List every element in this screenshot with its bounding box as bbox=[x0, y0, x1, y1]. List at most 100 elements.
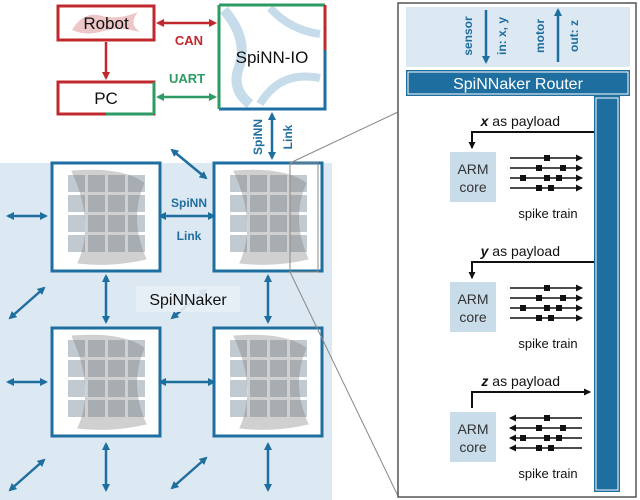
spike-mark bbox=[544, 155, 550, 161]
neural-overlay bbox=[233, 334, 309, 430]
spinn-link-label-b: Link bbox=[281, 124, 295, 149]
spike-mark bbox=[544, 415, 550, 421]
chip-core bbox=[128, 215, 145, 232]
chip-core bbox=[290, 340, 307, 357]
arm-core-label: ARM bbox=[457, 161, 488, 177]
chip-core bbox=[108, 340, 125, 357]
spike-mark bbox=[544, 435, 550, 441]
spike-mark bbox=[548, 315, 554, 321]
chip-core bbox=[290, 175, 307, 192]
chip-core bbox=[230, 215, 247, 232]
out-z-label: out: z bbox=[567, 20, 581, 52]
chip-core bbox=[270, 380, 287, 397]
chip-core bbox=[128, 175, 145, 192]
chip-core bbox=[230, 360, 247, 377]
pc-box: PC bbox=[56, 80, 156, 116]
chip-core bbox=[290, 400, 307, 417]
pc-label: PC bbox=[94, 89, 118, 108]
chip-core bbox=[290, 360, 307, 377]
spike-mark bbox=[536, 315, 542, 321]
spinnaker-chip bbox=[212, 161, 324, 273]
arm-core-box bbox=[450, 412, 496, 462]
edge-arrow bbox=[8, 286, 46, 320]
chip-core bbox=[250, 235, 267, 252]
spike-mark bbox=[556, 305, 562, 311]
spike-mark bbox=[520, 305, 526, 311]
arm-core-label: core bbox=[459, 439, 486, 455]
chip-core bbox=[290, 215, 307, 232]
arm-core-label: ARM bbox=[457, 421, 488, 437]
chip-link-label-b: Link bbox=[177, 229, 202, 243]
chip-core bbox=[128, 400, 145, 417]
chip-core bbox=[230, 400, 247, 417]
chip-core bbox=[250, 400, 267, 417]
spike-mark bbox=[556, 435, 562, 441]
chip-core bbox=[250, 380, 267, 397]
chip-link-label-a: SpiNN bbox=[171, 196, 207, 210]
edge-arrow bbox=[8, 458, 46, 492]
spike-train-label: spike train bbox=[518, 466, 577, 481]
spike-mark bbox=[560, 165, 566, 171]
spike-mark bbox=[560, 295, 566, 301]
chip-core bbox=[250, 175, 267, 192]
chip-core bbox=[250, 215, 267, 232]
chip-core bbox=[290, 235, 307, 252]
chip-core bbox=[230, 380, 247, 397]
spinnaker-label-bg bbox=[136, 286, 240, 312]
spike-mark bbox=[556, 175, 562, 181]
chip-core bbox=[250, 195, 267, 212]
chip-core bbox=[270, 400, 287, 417]
arm-core-box bbox=[450, 152, 496, 202]
chip-core bbox=[290, 380, 307, 397]
spike-train-label: spike train bbox=[518, 336, 577, 351]
spinnaker-chip bbox=[212, 326, 324, 438]
spike-mark bbox=[544, 175, 550, 181]
chip-core bbox=[88, 215, 105, 232]
spinn-io-label: SpiNN-IO bbox=[236, 48, 309, 67]
arm-core-label: core bbox=[459, 309, 486, 325]
spinnaker-chip bbox=[50, 161, 162, 273]
arm-core-box bbox=[450, 282, 496, 332]
zoom-source-rect bbox=[289, 162, 319, 273]
chip-core bbox=[108, 360, 125, 377]
robot-box: Robot bbox=[56, 4, 156, 42]
zoom-line-bottom bbox=[289, 271, 399, 497]
chip-core bbox=[128, 235, 145, 252]
chip-core bbox=[88, 235, 105, 252]
chip-core bbox=[68, 235, 85, 252]
payload-label: x as payload bbox=[480, 113, 560, 129]
spike-train-label: spike train bbox=[518, 206, 577, 221]
motor-label: motor bbox=[533, 19, 547, 53]
spike-mark bbox=[548, 445, 554, 451]
spinnaker-chip bbox=[50, 326, 162, 438]
router-label: SpiNNaker Router bbox=[453, 76, 584, 93]
chip-core bbox=[230, 340, 247, 357]
spike-mark bbox=[536, 425, 542, 431]
chip-core bbox=[68, 340, 85, 357]
chip-core bbox=[88, 380, 105, 397]
chip-core bbox=[250, 340, 267, 357]
spike-mark bbox=[536, 185, 542, 191]
chip-core bbox=[270, 195, 287, 212]
chip-core bbox=[128, 195, 145, 212]
router-column bbox=[594, 96, 620, 492]
chip-core bbox=[290, 195, 307, 212]
spike-mark bbox=[520, 175, 526, 181]
arm-core-label: core bbox=[459, 179, 486, 195]
payload-arrow bbox=[468, 131, 594, 149]
router-bar bbox=[406, 70, 630, 96]
chip-core bbox=[270, 235, 287, 252]
spinn-io-box: SpiNN-IO bbox=[217, 3, 327, 111]
chip-core bbox=[108, 380, 125, 397]
in-xy-label: in: x, y bbox=[495, 17, 509, 55]
chip-core bbox=[270, 340, 287, 357]
chip-core bbox=[270, 360, 287, 377]
chip-core bbox=[128, 360, 145, 377]
chip-core bbox=[68, 380, 85, 397]
chip-core bbox=[68, 215, 85, 232]
chip-core bbox=[230, 175, 247, 192]
chip-core bbox=[68, 195, 85, 212]
